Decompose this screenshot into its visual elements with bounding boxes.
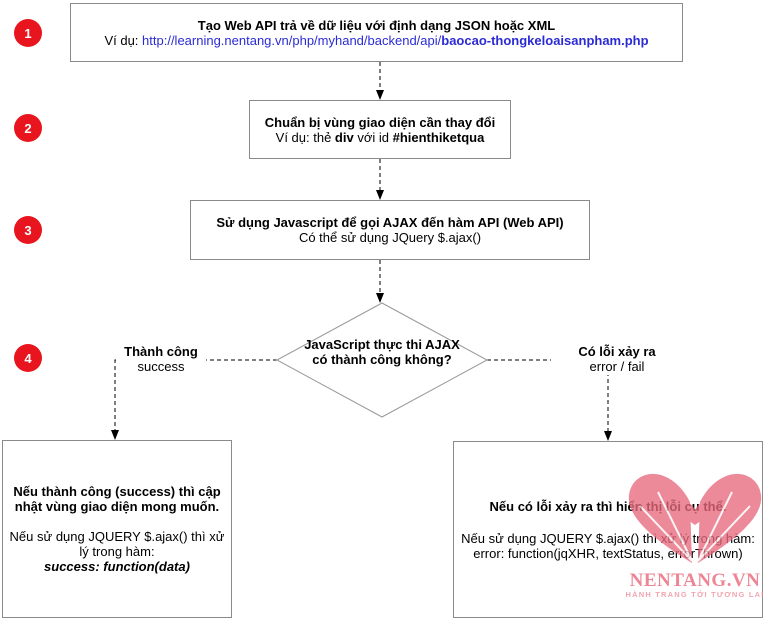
success-handler-line2: Nếu sử dụng JQUERY $.ajax() thì xử lý tr…: [9, 529, 225, 559]
api-url-filename[interactable]: baocao-thongkeloaisanpham.php: [441, 32, 649, 48]
example-middle: với id: [353, 129, 393, 145]
step-badge-4: 4: [14, 344, 42, 372]
api-url-link[interactable]: http://learning.nentang.vn/php/myhand/ba…: [142, 32, 442, 48]
error-handler-line1: Nếu có lỗi xảy ra thì hiển thị lỗi cụ th…: [489, 498, 727, 514]
example-label: Ví dụ:: [104, 32, 143, 48]
decision-diamond: [275, 302, 489, 418]
box-call-ajax-subtitle: Có thể sử dụng JQuery $.ajax(): [298, 230, 482, 245]
box-prepare-ui: Chuẩn bị vùng giao diện cần thay đổi Ví …: [249, 100, 511, 159]
arrowhead-icon: [376, 190, 384, 200]
branch-success-title: Thành công: [124, 344, 198, 359]
error-handler-code: error: function(jqXHR, textStatus, error…: [473, 545, 743, 561]
box-create-api: Tạo Web API trả về dữ liệu với định dạng…: [70, 3, 683, 62]
branch-error-title: Có lỗi xảy ra: [578, 344, 656, 359]
box-create-api-title: Tạo Web API trả về dữ liệu với định dạng…: [197, 17, 556, 33]
arrowhead-icon: [111, 430, 119, 440]
branch-label-error: Có lỗi xảy ra error / fail: [551, 343, 683, 375]
example-prefix: Ví dụ: thẻ: [275, 129, 335, 145]
step-badge-1: 1: [14, 19, 42, 47]
arrowhead-icon: [376, 293, 384, 303]
branch-error-subtitle: error / fail: [589, 359, 645, 374]
arrow-branch-success: [114, 359, 277, 431]
box-call-ajax-title: Sử dụng Javascript để gọi AJAX đến hàm A…: [216, 215, 564, 230]
tag-name: div: [334, 129, 354, 145]
step-badge-2: 2: [14, 114, 42, 142]
success-handler-code: success: function(data): [44, 559, 190, 574]
element-id: #hienthiketqua: [392, 129, 485, 145]
arrowhead-icon: [604, 431, 612, 441]
box-error-handler: Nếu có lỗi xảy ra thì hiển thị lỗi cụ th…: [453, 441, 763, 618]
branch-label-success: Thành công success: [116, 343, 206, 375]
decision-question: JavaScript thực thi AJAX có thành công k…: [304, 337, 460, 367]
box-prepare-ui-title: Chuẩn bị vùng giao diện cần thay đổi: [264, 114, 496, 130]
arrowhead-icon: [376, 90, 384, 100]
step-badge-3: 3: [14, 216, 42, 244]
branch-success-subtitle: success: [137, 359, 185, 374]
box-success-handler: Nếu thành công (success) thì cập nhật vù…: [2, 440, 232, 618]
error-handler-line2: Nếu sử dụng JQUERY $.ajax() thì xử lý tr…: [461, 530, 755, 546]
box-call-ajax: Sử dụng Javascript để gọi AJAX đến hàm A…: [190, 200, 590, 260]
box-prepare-ui-example: Ví dụ: thẻ div với id #hienthiketqua: [276, 130, 485, 145]
success-handler-line1: Nếu thành công (success) thì cập nhật vù…: [13, 484, 221, 514]
box-create-api-example: Ví dụ: http://learning.nentang.vn/php/my…: [104, 33, 648, 48]
